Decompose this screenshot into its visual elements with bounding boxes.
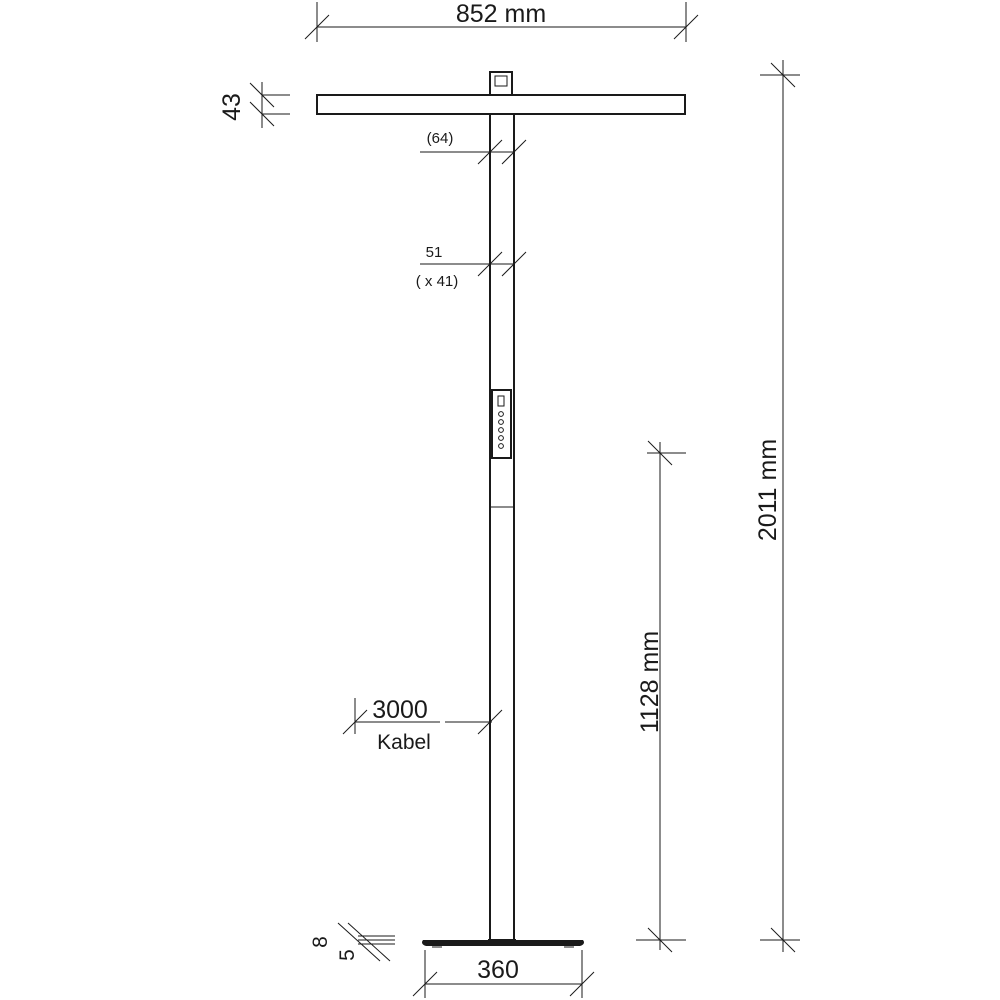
control-button-4 bbox=[498, 435, 504, 441]
base-plate bbox=[422, 940, 584, 946]
dim-pole-depth-label: ( x 41) bbox=[416, 273, 459, 290]
control-button-5 bbox=[498, 443, 504, 449]
dim-pole-width-label: 51 bbox=[426, 244, 443, 261]
control-button-3 bbox=[498, 427, 504, 433]
dim-neck-width: (64) bbox=[420, 130, 527, 165]
dim-base-width: 360 bbox=[412, 950, 595, 998]
dim-cable-label: 3000 bbox=[372, 696, 428, 724]
dim-pole-width: 51 ( x 41) bbox=[416, 244, 527, 290]
dim-total-height-label: 2011 mm bbox=[754, 439, 782, 541]
dim-head-width: 852 mm bbox=[304, 0, 699, 42]
control-button-1 bbox=[498, 411, 504, 417]
dim-base-thickness: 8 5 bbox=[309, 922, 395, 962]
control-panel bbox=[491, 389, 512, 459]
head-connector bbox=[489, 71, 513, 96]
head-connector-inner bbox=[494, 75, 508, 87]
dim-cable: 3000 Kabel bbox=[342, 696, 503, 754]
dim-head-width-label: 852 mm bbox=[456, 0, 546, 28]
dim-neck-width-label: (64) bbox=[427, 130, 454, 147]
control-slot bbox=[497, 395, 505, 407]
dim-base-thickness-lower-label: 5 bbox=[336, 949, 359, 961]
dim-cable-sublabel: Kabel bbox=[377, 731, 431, 754]
dim-head-thickness: 43 bbox=[218, 82, 290, 128]
dim-base-thickness-upper-label: 8 bbox=[309, 936, 332, 948]
lamp-body bbox=[316, 71, 686, 948]
dim-head-thickness-label: 43 bbox=[218, 93, 246, 121]
lamp-head bbox=[316, 94, 686, 115]
dim-switch-height-label: 1128 mm bbox=[636, 631, 664, 733]
dim-total-height: 2011 mm bbox=[754, 60, 800, 953]
dim-switch-height: 1128 mm bbox=[636, 440, 686, 953]
control-button-2 bbox=[498, 419, 504, 425]
dim-base-width-label: 360 bbox=[477, 956, 519, 984]
